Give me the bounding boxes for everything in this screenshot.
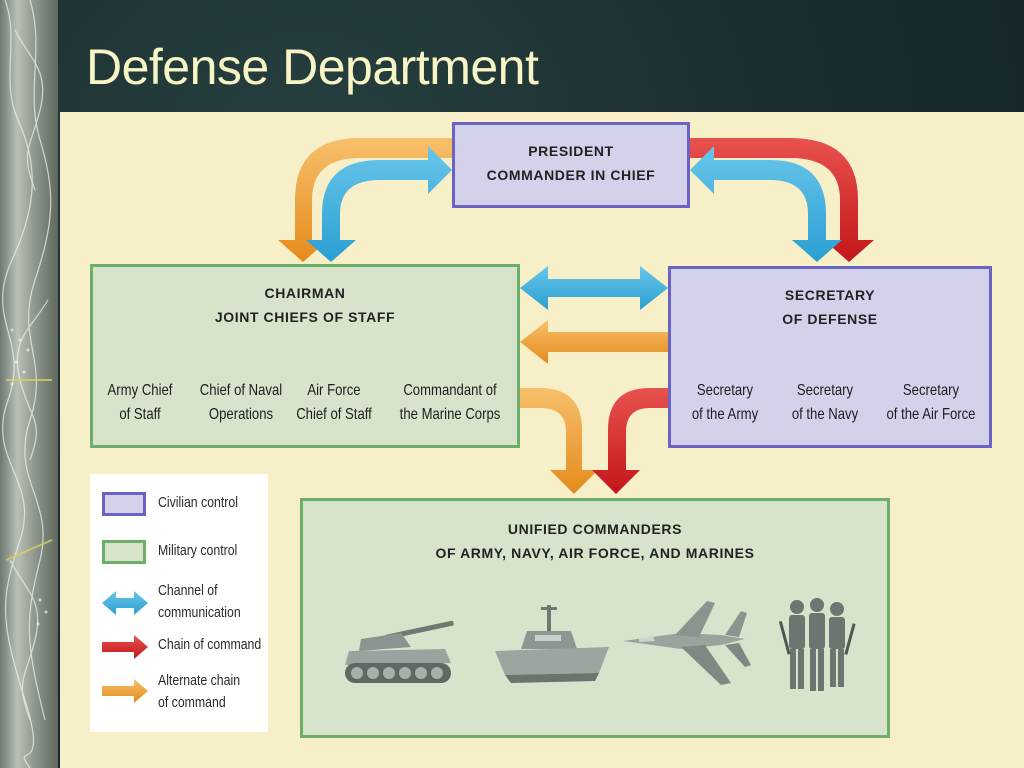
communication-arrow-president-jcs — [306, 146, 452, 262]
topographic-strip — [0, 0, 58, 768]
patrol-boat-icon — [495, 605, 609, 683]
command-arrow-president-to-secdef — [690, 138, 874, 262]
secdef-title-line2: OF DEFENSE — [782, 311, 878, 327]
alternate-arrow-president-to-jcs — [278, 138, 452, 262]
alternate-arrow-secdef-to-jcs — [520, 320, 668, 364]
communication-arrow-president-secdef — [690, 146, 842, 262]
jcs-box[interactable]: CHAIRMAN JOINT CHIEFS OF STAFF Army Chie… — [90, 264, 520, 448]
jcs-title-line1: CHAIRMAN — [264, 285, 346, 301]
legend-command-label: Chain of command — [158, 636, 262, 653]
unified-title-line1: UNIFIED COMMANDERS — [507, 521, 683, 537]
unified-box[interactable]: UNIFIED COMMANDERS OF ARMY, NAVY, AIR FO… — [300, 498, 890, 738]
president-box[interactable]: PRESIDENT COMMANDER IN CHIEF — [452, 122, 690, 208]
unified-title-line2: OF ARMY, NAVY, AIR FORCE, AND MARINES — [435, 545, 755, 561]
secdef-title-line1: SECRETARY — [784, 287, 876, 303]
president-title-line1: PRESIDENT — [528, 143, 614, 159]
soldiers-icon — [779, 598, 856, 691]
legend-military-swatch — [102, 540, 146, 564]
legend-civilian-swatch — [102, 492, 146, 516]
tank-icon — [345, 620, 454, 683]
legend: Civilian control Military control Channe… — [90, 474, 268, 732]
command-arrow-secdef-to-unified — [592, 388, 668, 494]
fighter-jet-icon — [623, 601, 751, 685]
communication-arrow-jcs-secdef — [520, 266, 668, 310]
legend-alternate-arrow-icon — [102, 679, 148, 703]
legend-military-label: Military control — [158, 542, 238, 559]
alternate-arrow-jcs-to-unified — [520, 388, 598, 494]
legend-communication-arrow-icon — [102, 591, 148, 615]
legend-civilian-label: Civilian control — [158, 494, 238, 511]
president-title-line2: COMMANDER IN CHIEF — [486, 167, 656, 183]
legend-command-arrow-icon — [102, 635, 148, 659]
slide-title: Defense Department — [86, 39, 539, 95]
jcs-title-line2: JOINT CHIEFS OF STAFF — [214, 309, 396, 325]
